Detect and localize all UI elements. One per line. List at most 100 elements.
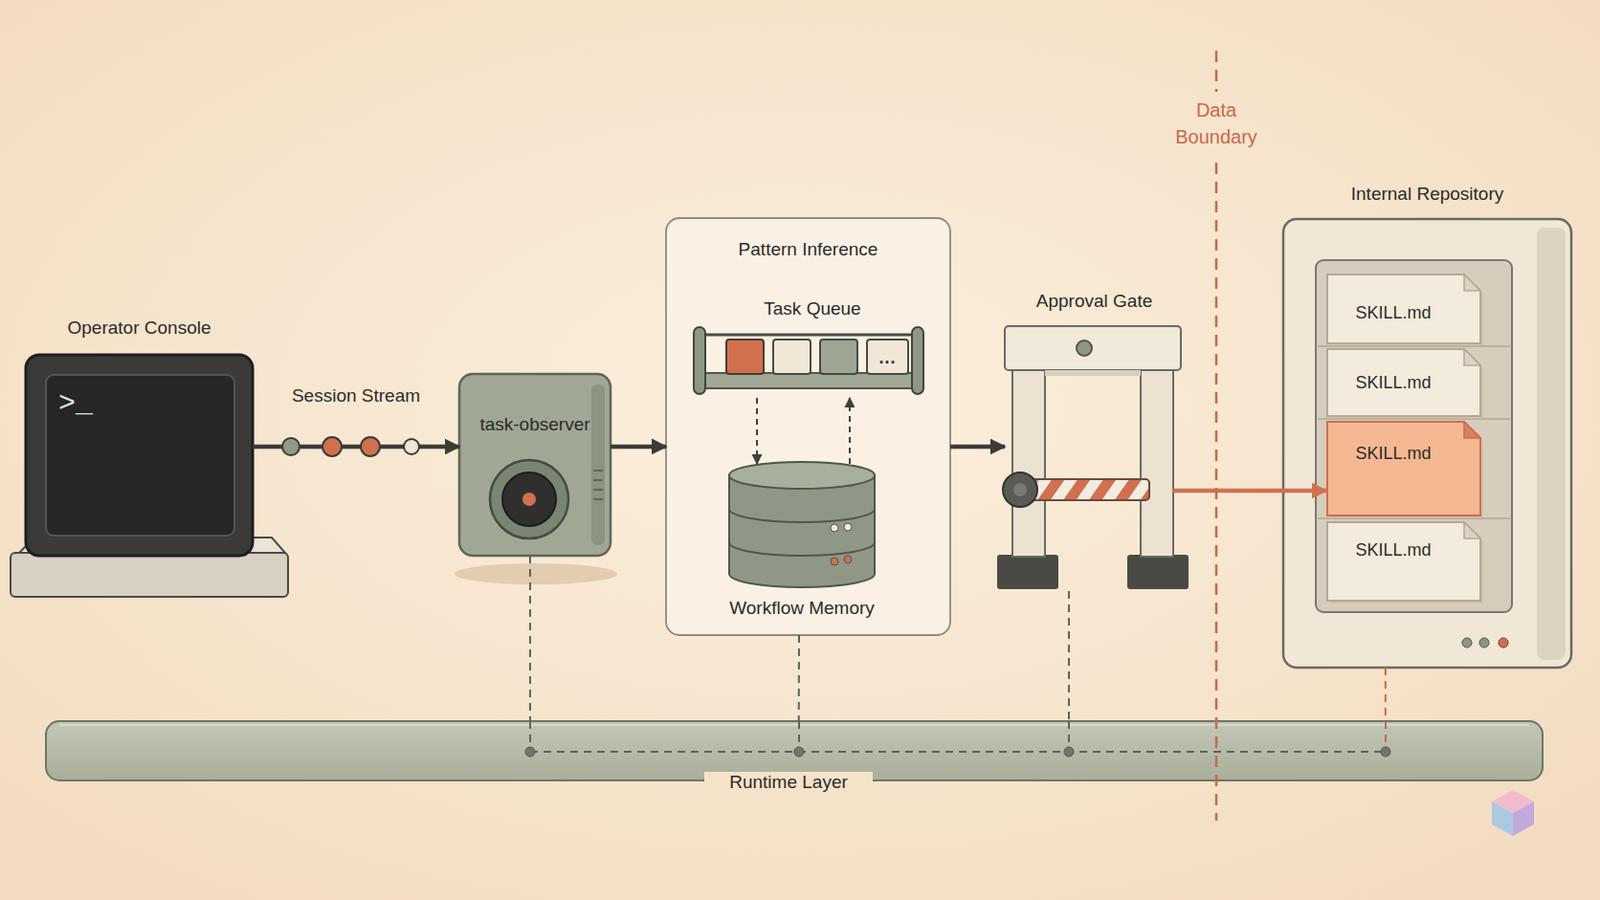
queue-illustration (820, 339, 858, 375)
skill-file-highlighted: SKILL.md (1326, 421, 1482, 517)
boundary-line (1215, 162, 1219, 822)
observer-illustration (454, 563, 618, 585)
console-illustration (45, 375, 235, 536)
queue-illustration (773, 339, 811, 375)
runtime-bus (530, 751, 1386, 754)
connector (848, 398, 851, 465)
memory-illustration (844, 523, 852, 532)
ellipsis-mark: ... (866, 347, 909, 369)
memory-illustration (729, 475, 875, 588)
repository-illustration (1462, 638, 1472, 648)
observer-node: task-observer (459, 374, 611, 556)
gate-illustration (1076, 340, 1092, 356)
gate-illustration (1044, 370, 1141, 377)
repository-illustration (1315, 260, 1512, 613)
document-fold (1464, 422, 1481, 439)
connector (1172, 488, 1327, 494)
queue-illustration (703, 373, 914, 389)
connector (1067, 591, 1070, 722)
queue-illustration (693, 327, 706, 395)
node-label: SKILL.md (1326, 302, 1461, 324)
gate-illustration (997, 326, 1189, 590)
connector-label: Session Stream (291, 385, 421, 407)
connector (529, 555, 532, 722)
observer-illustration (591, 384, 605, 546)
bus-dots (1064, 747, 1074, 757)
document-shape (1326, 421, 1482, 517)
queue-illustration (693, 327, 924, 395)
skill-file: SKILL.md (1326, 273, 1482, 345)
runtime-band-shape (59, 724, 1530, 727)
console-illustration (10, 355, 289, 598)
bus-dots (525, 747, 1391, 757)
group-heading: Pattern Inference (666, 239, 951, 261)
memory-node: Workflow Memory (719, 464, 885, 623)
observer-illustration (489, 460, 569, 539)
stream-beads (403, 439, 420, 455)
group-box: Pattern InferenceTask Queue... Workflow M… (666, 218, 951, 636)
stream-beads (322, 437, 342, 457)
repository-illustration (1283, 219, 1572, 668)
boundary-label: Data Boundary (1163, 96, 1269, 151)
document-outline (1327, 274, 1481, 344)
gate-illustration (1140, 363, 1174, 557)
gate-illustration (1012, 363, 1045, 557)
observer-illustration (593, 470, 603, 500)
gate-illustration (997, 555, 1059, 590)
connector (798, 635, 800, 722)
observer-illustration (459, 374, 611, 556)
console-illustration (25, 355, 253, 556)
gate-illustration (1030, 479, 1150, 501)
repository-node: Internal RepositorySKILL.mdSKILL.mdSKILL… (1283, 219, 1572, 668)
repository-illustration (1317, 346, 1511, 519)
document-outline (1327, 522, 1481, 601)
repository-illustration (1498, 638, 1509, 648)
memory-illustration (830, 557, 839, 566)
queue-illustration (866, 339, 909, 375)
document-shape (1326, 521, 1482, 602)
skill-file: SKILL.md (1326, 521, 1482, 602)
band-label: Runtime Layer (704, 772, 873, 794)
memory-illustration (729, 509, 875, 523)
watermark-cube (1491, 790, 1534, 837)
node-label: Workflow Memory (700, 598, 904, 620)
memory-illustration (844, 555, 852, 564)
queue-illustration (911, 327, 924, 395)
observer-illustration (593, 469, 603, 472)
console-illustration (10, 553, 289, 598)
document-fold (1464, 522, 1481, 539)
observer-illustration (593, 498, 603, 501)
repository-illustration (1479, 638, 1489, 648)
memory-illustration (830, 524, 839, 533)
document-outline (1327, 349, 1481, 417)
group-panel (666, 218, 951, 636)
node-label: SKILL.md (1326, 539, 1461, 561)
gate-node: Approval Gate (1004, 326, 1173, 592)
repository-illustration (1536, 227, 1566, 661)
stream-beads (282, 438, 300, 456)
node-label: SKILL.md (1326, 443, 1461, 465)
memory-illustration (729, 462, 875, 489)
queue-node: Task Queue... (693, 294, 924, 399)
node-heading: Task Queue (693, 298, 932, 320)
connector (1384, 667, 1387, 722)
stream-beads (360, 437, 380, 457)
document-outline (1327, 422, 1481, 516)
boundary-line (1215, 50, 1219, 822)
observer-illustration (593, 488, 603, 491)
gate-illustration (1127, 555, 1189, 590)
node-label: task-observer (459, 414, 611, 436)
connector (950, 444, 1005, 450)
bus-dots (794, 747, 804, 757)
observer-illustration (454, 374, 618, 585)
memory-illustration (729, 462, 875, 588)
document-fold (1464, 274, 1481, 291)
node-label: SKILL.md (1326, 372, 1461, 394)
observer-illustration (502, 472, 556, 527)
gate-illustration (1013, 483, 1027, 497)
